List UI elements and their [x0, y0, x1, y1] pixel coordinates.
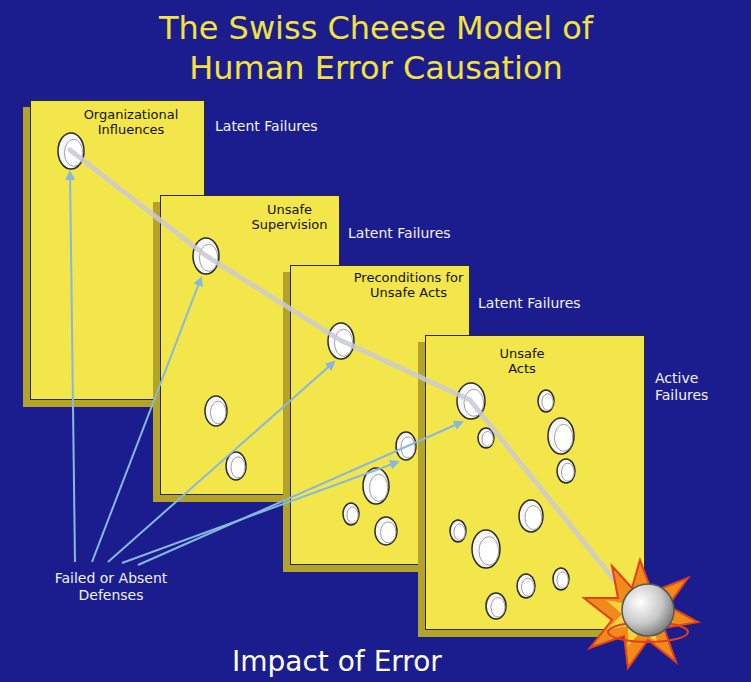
explosion: [584, 560, 698, 668]
ball: [622, 584, 674, 636]
diagram-title: The Swiss Cheese Model of Human Error Ca…: [136, 8, 616, 88]
failure-label: Active Failures: [655, 370, 740, 404]
failure-label: Latent Failures: [348, 225, 451, 242]
slice-label: Unsafe Supervision: [241, 202, 338, 232]
defenses-label: Failed or Absent Defenses: [45, 570, 177, 604]
slice-label: Preconditions for Unsafe Acts: [349, 270, 468, 300]
explosion-core: [606, 584, 674, 646]
impact-label: Impact of Error: [232, 646, 442, 678]
failure-label: Latent Failures: [478, 295, 581, 312]
error-trajectory: [70, 150, 640, 612]
failure-label: Latent Failures: [215, 118, 318, 135]
slice-label: Organizational Influences: [61, 107, 201, 137]
slice-label: Unsafe Acts: [486, 346, 558, 376]
defense-arrows: [70, 172, 462, 565]
